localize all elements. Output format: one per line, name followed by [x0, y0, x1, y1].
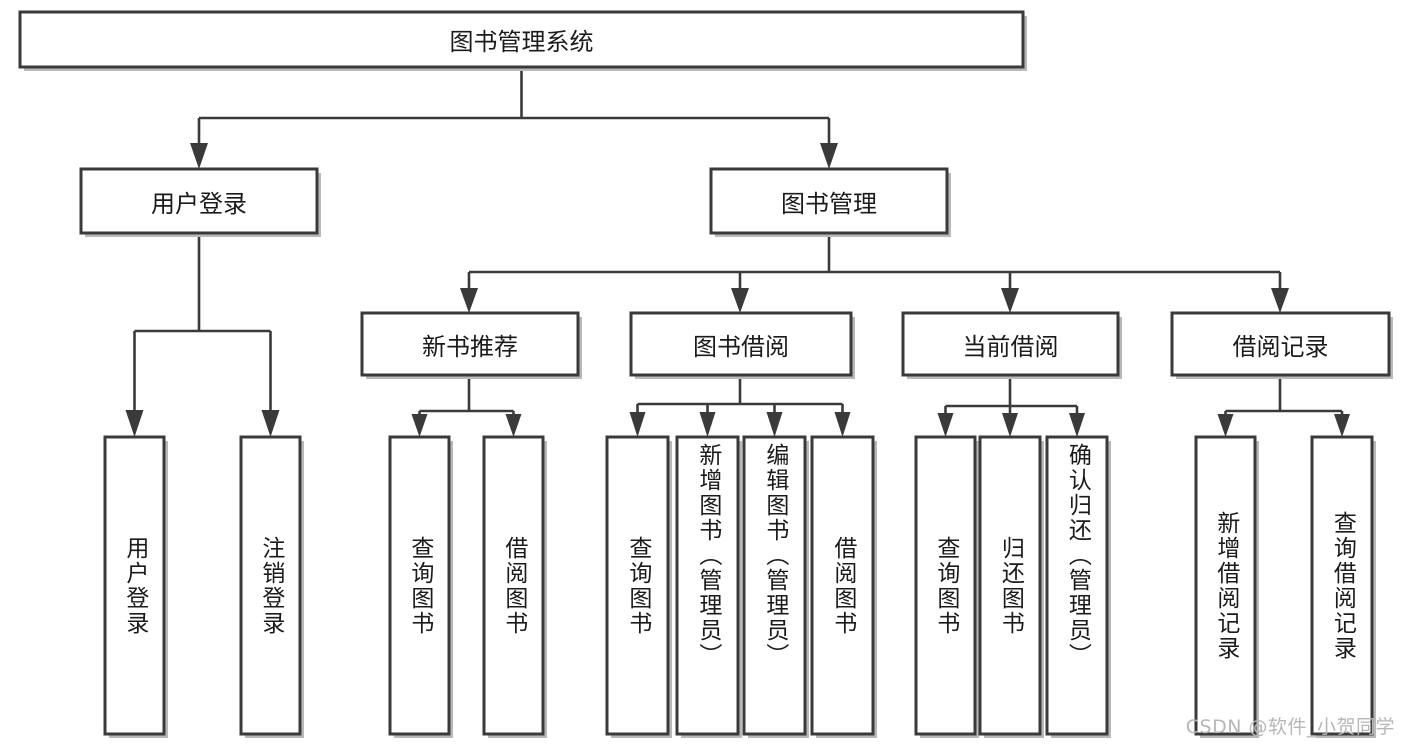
arrow-borrow-leaf-3: [766, 412, 783, 437]
arrow-newbook-leaf-2: [505, 414, 522, 437]
edge-layer: [125, 67, 1350, 437]
root-node-box[interactable]: [18, 10, 1025, 69]
leaf-node-7[interactable]: [810, 435, 875, 736]
node-user-login[interactable]: [79, 167, 319, 235]
arrow-borrow-leaf-1: [629, 412, 646, 437]
leaf-node-8[interactable]: [914, 435, 977, 736]
arrow-userlogin-leaf-1: [125, 410, 144, 437]
node-new-book-recommend[interactable]: [360, 311, 580, 377]
leaf-node-9[interactable]: [978, 435, 1042, 736]
leaf-node-6[interactable]: [742, 435, 807, 736]
node-book-borrow[interactable]: [629, 311, 853, 377]
leaf-node-4[interactable]: [605, 435, 670, 736]
arrow-current-leaf-3: [1069, 413, 1085, 437]
leaf-node-0[interactable]: [103, 435, 166, 736]
arrow-current-leaf-2: [1002, 413, 1018, 437]
arrow-bookmgmt-to-newbook: [460, 288, 478, 313]
arrow-bookmgmt-to-current: [1001, 288, 1019, 313]
node-layer: [18, 10, 1393, 738]
arrow-userlogin-leaf-2: [261, 410, 280, 437]
leaf-node-2[interactable]: [388, 435, 451, 736]
leaf-node-1[interactable]: [239, 435, 302, 736]
node-book-management[interactable]: [709, 167, 949, 235]
node-borrow-record[interactable]: [1170, 311, 1391, 377]
arrow-bookmgmt-to-borrow: [731, 288, 749, 313]
arrow-record-leaf-2: [1334, 414, 1350, 437]
arrow-current-leaf-1: [937, 413, 954, 437]
leaf-node-5[interactable]: [675, 435, 740, 736]
leaf-node-11[interactable]: [1194, 435, 1257, 736]
leaf-node-10[interactable]: [1045, 435, 1109, 736]
arrow-borrow-leaf-4: [834, 412, 851, 437]
arrow-bookmgmt-to-record: [1271, 288, 1289, 313]
leaf-node-3[interactable]: [482, 435, 545, 736]
arrow-root-to-book-mgmt: [820, 143, 838, 169]
node-current-borrow[interactable]: [901, 311, 1120, 377]
leaf-node-12[interactable]: [1310, 435, 1374, 736]
arrow-borrow-leaf-2: [699, 412, 716, 437]
arrow-newbook-leaf-1: [411, 414, 428, 437]
arrow-record-leaf-1: [1217, 414, 1234, 437]
arrow-root-to-user-login: [190, 143, 208, 169]
